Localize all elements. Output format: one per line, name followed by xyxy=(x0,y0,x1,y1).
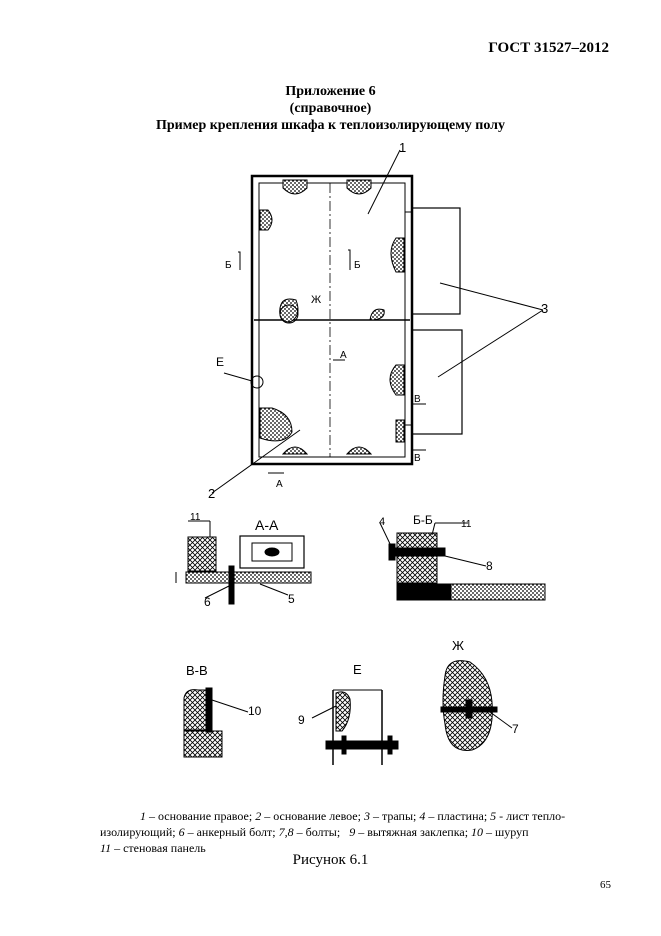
detail-title-a-a: А-А xyxy=(255,517,279,533)
detail-a-a xyxy=(175,520,312,605)
callout-3: 3 xyxy=(541,301,548,316)
detail-title-v-v: В-В xyxy=(186,663,208,678)
standard-header: ГОСТ 31527–2012 xyxy=(488,40,609,56)
section-mark-a-top: А xyxy=(340,350,347,361)
part-5: 5 xyxy=(288,592,295,606)
detail-title-b-b: Б-Б xyxy=(413,513,433,527)
detail-zh xyxy=(440,660,513,751)
legend-line-3: 11 – стеновая панель xyxy=(100,841,206,855)
section-mark-b-left: Б xyxy=(225,260,232,271)
part-11-bb: 11 xyxy=(461,519,472,530)
legend-line-1: 1 – основание правое; 2 – основание лево… xyxy=(140,809,566,823)
technical-drawing: 1 2 3 Ж Е Б Б А А В В 11 А-А 6 5 4 Б-Б 1… xyxy=(175,140,548,765)
part-4: 4 xyxy=(379,516,385,528)
callout-1: 1 xyxy=(399,140,406,155)
detail-v-v xyxy=(183,687,249,758)
appendix-number: Приложение 6 xyxy=(285,84,376,99)
section-mark-a-bottom: А xyxy=(276,479,283,490)
detail-e xyxy=(311,689,399,765)
figure-caption: Рисунок 6.1 xyxy=(292,852,369,868)
detail-b-b xyxy=(379,522,546,601)
detail-title-zh: Ж xyxy=(452,638,464,653)
appendix-type: (справочное) xyxy=(289,101,372,116)
callout-zh: Ж xyxy=(311,294,321,306)
appendix-title: Пример крепления шкафа к теплоизолирующе… xyxy=(155,118,506,133)
callout-e: Е xyxy=(216,355,224,369)
part-6: 6 xyxy=(204,595,211,609)
callout-2: 2 xyxy=(208,486,215,501)
legend-line-2: изолирующий; 6 – анкерный болт; 7,8 – бо… xyxy=(100,825,529,839)
part-10: 10 xyxy=(248,704,262,718)
page-number: 65 xyxy=(600,879,611,891)
part-7: 7 xyxy=(512,722,519,736)
section-mark-v-bottom: В xyxy=(414,453,421,464)
plan-view xyxy=(250,174,463,466)
section-mark-v-top: В xyxy=(414,394,421,405)
part-8: 8 xyxy=(486,559,493,573)
section-mark-b-right: Б xyxy=(354,260,361,271)
insulation-blocks xyxy=(259,179,405,455)
part-11-aa: 11 xyxy=(190,512,201,523)
part-9: 9 xyxy=(298,713,305,727)
detail-title-e: Е xyxy=(353,662,362,677)
